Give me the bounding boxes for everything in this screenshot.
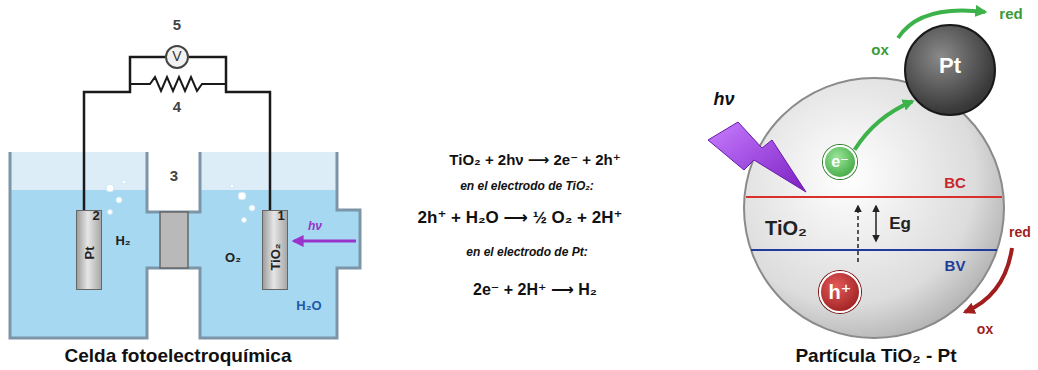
label-text: TiO₂ + 2hν ⟶ 2e⁻ + 2h⁺ bbox=[449, 152, 620, 169]
node-text: h⁺ bbox=[829, 281, 852, 303]
node-text: TiO₂ bbox=[269, 243, 283, 270]
label-text: 3 bbox=[170, 168, 178, 185]
particle-body bbox=[744, 78, 1004, 338]
hole-circle: h⁺ bbox=[819, 271, 861, 313]
label-text: hν bbox=[308, 220, 322, 233]
oxidation-arrow bbox=[965, 248, 1012, 312]
water bbox=[10, 190, 360, 338]
label-text: O₂ bbox=[225, 251, 241, 265]
electron-transfer-arrow bbox=[855, 101, 913, 149]
node-text: Pt bbox=[83, 247, 97, 260]
label-text: red bbox=[1009, 225, 1031, 240]
label-text: en el electrodo de Pt: bbox=[466, 246, 587, 259]
voltmeter: V bbox=[165, 45, 189, 69]
label-text: H₂O bbox=[296, 299, 321, 313]
air-space bbox=[200, 152, 337, 190]
label-text: ox bbox=[871, 42, 889, 59]
wire bbox=[189, 57, 270, 210]
light-arrow bbox=[294, 240, 356, 243]
label-text: en el electrodo de TiO₂: bbox=[460, 180, 594, 193]
label-text: 4 bbox=[173, 99, 181, 116]
electron-circle: e⁻ bbox=[823, 145, 857, 179]
node-text: Eg bbox=[889, 215, 911, 234]
conduction-band bbox=[746, 196, 1002, 198]
cell-wall bbox=[10, 152, 360, 338]
node-text: Pt bbox=[939, 54, 961, 78]
label-text: 1 bbox=[277, 209, 284, 223]
resistor-symbol bbox=[130, 77, 226, 91]
air-space bbox=[10, 152, 147, 190]
node-text: TiO₂ bbox=[765, 217, 807, 239]
node-text: V bbox=[172, 49, 181, 64]
node-text: BV bbox=[945, 258, 966, 275]
label-text: H₂ bbox=[115, 234, 130, 248]
light-bolt bbox=[708, 122, 806, 192]
wire bbox=[84, 57, 165, 210]
gap-arrow bbox=[875, 206, 877, 241]
label-text: 2 bbox=[92, 209, 99, 223]
label-text: 2h⁺ + H₂O ⟶ ½ O₂ + 2H⁺ bbox=[418, 209, 623, 228]
cell-wall bbox=[147, 152, 200, 212]
tio2-particle: BC TiO₂ EgBV e⁻ h⁺ bbox=[744, 78, 1004, 338]
valence-band bbox=[751, 249, 997, 251]
node-text: e⁻ bbox=[831, 153, 848, 171]
label-text: hν bbox=[713, 90, 734, 110]
label-text: Celda fotoelectroquímica bbox=[65, 346, 292, 367]
membrane bbox=[160, 212, 188, 268]
label-text: Partícula TiO₂ - Pt bbox=[795, 346, 956, 367]
label-text: 5 bbox=[173, 17, 181, 34]
node-text: BC bbox=[944, 175, 966, 192]
label-text: 2e⁻ + 2H⁺ ⟶ H₂ bbox=[473, 281, 597, 299]
excitation-arrow bbox=[857, 206, 859, 262]
bubbles bbox=[106, 180, 255, 223]
label-text: red bbox=[999, 6, 1022, 23]
pt-particle: Pt bbox=[904, 24, 996, 116]
label-text: ox bbox=[977, 322, 993, 337]
